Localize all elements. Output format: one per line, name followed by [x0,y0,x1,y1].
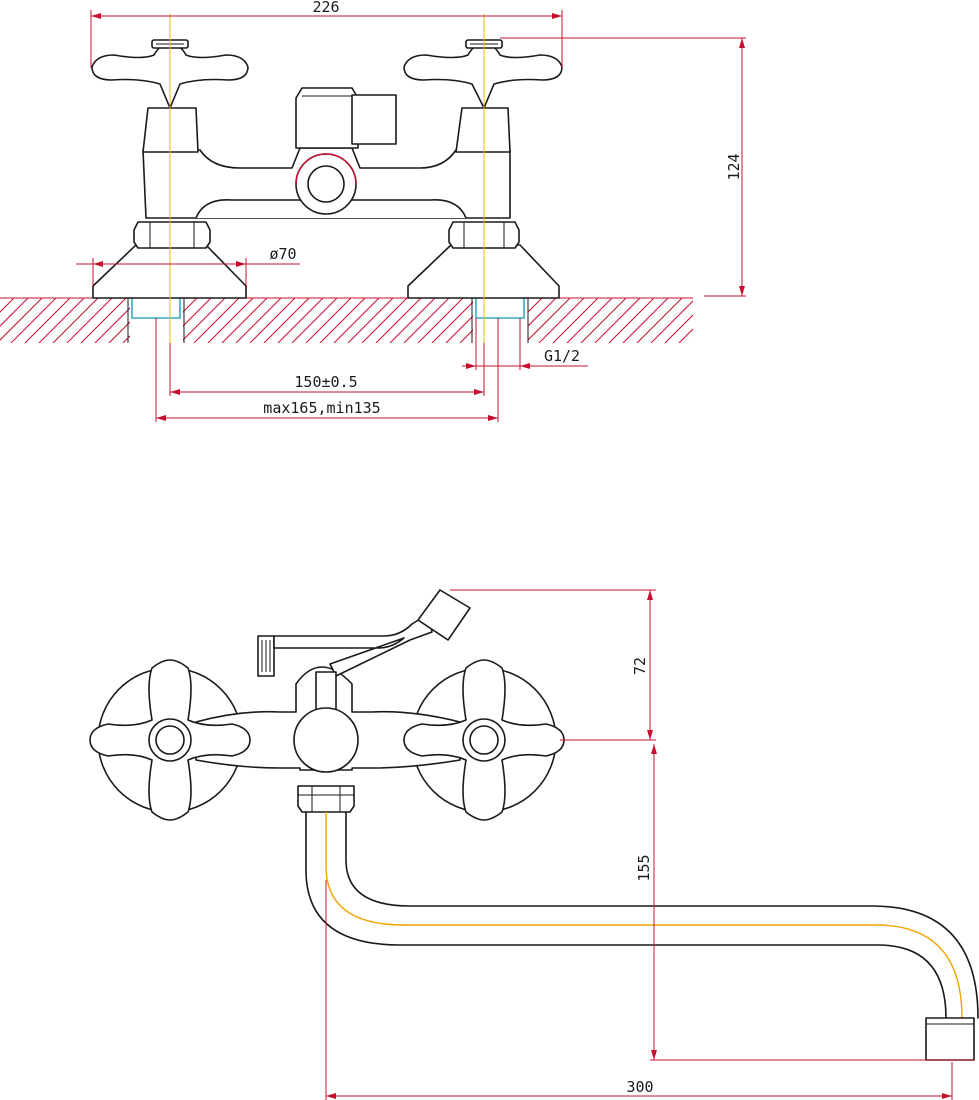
hatch-line [361,298,408,343]
hatch-line [459,329,473,343]
hatch-line [249,298,296,343]
hatch-line [528,298,529,299]
dimension-spout-drop: 155 [635,744,974,1061]
dimension-label-150: 150±0.5 [294,373,357,391]
dimension-label-g12: G1/2 [544,347,580,365]
hatch-line [319,298,366,343]
shower-outlet-top [293,707,359,773]
top-view: 72 155 300 [89,589,979,1100]
hatch-line [538,298,585,343]
cross-handle-left-top [89,659,251,821]
dimension-flange-diameter: ø70 [76,245,300,286]
hatch-line [10,298,57,343]
shower-outlet-front [295,153,357,215]
valve-column-right [455,107,511,153]
hex-nut-left [133,221,211,249]
hatch-line [277,298,324,343]
hatch-line [664,314,693,343]
dimension-label-300: 300 [626,1078,653,1096]
hatch-line [528,298,557,327]
hatch-line [375,298,422,343]
hatch-line [94,307,130,343]
dimension-label-124: 124 [725,153,743,180]
wall-hatching-left [0,298,182,343]
hatch-line [417,298,464,343]
dimension-adjust-range: max165,min135 [155,318,499,422]
hatch-line [528,298,571,341]
hatch-line [0,298,43,341]
hatch-line [183,298,212,327]
hatch-line [183,298,184,299]
wall-hatching-middle [183,298,519,343]
cross-handle-right-front [403,39,563,109]
dimension-spout-reach: 300 [325,880,953,1100]
dimension-label-155: 155 [635,854,653,881]
hatch-line [108,321,130,343]
hatch-line [38,298,85,343]
dimension-thread: G1/2 [462,318,588,370]
hatch-line [183,298,226,341]
hatch-line [122,335,130,343]
hatch-line [566,298,613,343]
dimension-label-o70: ø70 [269,245,296,263]
hatch-line [207,298,254,343]
hatch-line [403,298,450,343]
dimension-height: 124 [500,37,746,297]
dimension-handle-height: 72 [450,589,656,741]
hatch-line [528,298,543,313]
hatch-line [608,298,655,343]
hatch-line [580,298,627,343]
hatch-line [291,298,338,343]
hatch-line [52,298,99,343]
wall-fitting-right [471,298,529,343]
hatch-line [445,315,473,343]
hatch-line [474,298,519,343]
hatch-line [66,298,113,343]
spout-pipe [305,811,979,1019]
dimension-overall-width: 226 [90,0,563,68]
spout-nut [297,785,355,813]
diverter-knob-front [295,87,397,149]
hatch-line [235,298,282,343]
cross-handle-right-top [403,659,565,821]
wall-hatching-right [528,298,693,343]
hatch-line [678,328,693,343]
dimension-label-72: 72 [631,657,649,675]
wall-hatching [0,297,693,343]
dimension-label-226: 226 [312,0,339,16]
hatch-line [263,298,310,343]
hatch-line [137,298,182,343]
hatch-line [594,298,641,343]
hatch-line [650,300,693,343]
front-view: 226 124 ø70 G1/2 [0,0,746,422]
hatch-line [0,298,29,327]
hatch-line [183,298,198,313]
hatch-line [221,298,268,343]
hatch-line [636,298,683,343]
hatch-line [389,298,436,343]
hatch-line [80,298,127,343]
dimension-center-distance: 150±0.5 [169,343,485,396]
hatch-line [305,298,352,343]
hatch-line [552,298,599,343]
hatch-line [431,301,473,343]
hatch-line [193,298,240,343]
hatch-line [347,298,394,343]
dimension-label-max165: max165,min135 [263,399,380,417]
hatch-line [0,298,15,313]
hatch-line [692,342,693,343]
hatch-line [333,298,380,343]
hatch-line [24,298,71,343]
hatch-line [622,298,669,343]
